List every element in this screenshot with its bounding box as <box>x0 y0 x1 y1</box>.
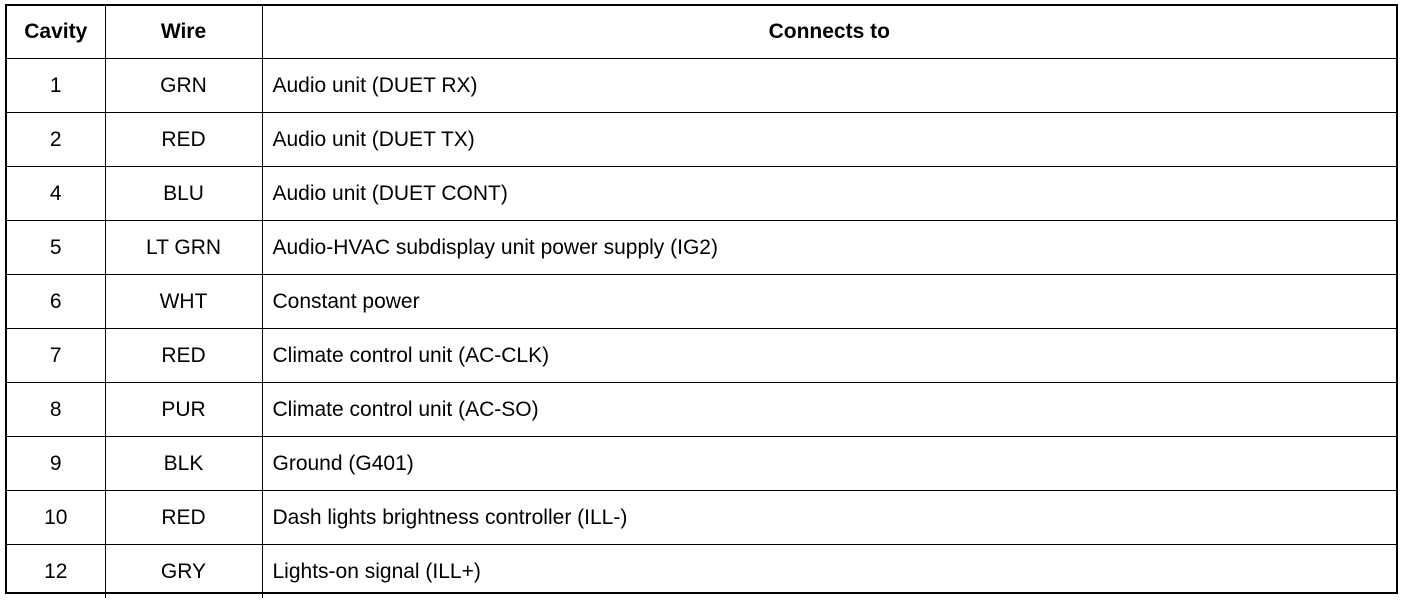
table-row: 1 GRN Audio unit (DUET RX) <box>7 58 1396 113</box>
cavity-cell: 2 <box>7 112 106 167</box>
wire-cell: BLU <box>104 166 263 221</box>
connects-to-cell: Audio unit (DUET CONT) <box>261 166 1396 221</box>
wire-cell: BLK <box>104 436 263 491</box>
wire-cell: PUR <box>104 382 263 437</box>
wire-cell: RED <box>104 328 263 383</box>
header-wire: Wire <box>104 6 263 59</box>
table-row: 4 BLU Audio unit (DUET CONT) <box>7 166 1396 221</box>
header-cavity: Cavity <box>7 6 106 59</box>
connects-to-cell: Ground (G401) <box>261 436 1396 491</box>
connects-to-cell: Constant power <box>261 274 1396 329</box>
cavity-cell: 4 <box>7 166 106 221</box>
wire-cell: GRN <box>104 58 263 113</box>
table-header: Cavity Wire Connects to <box>7 6 1396 59</box>
wire-cell: WHT <box>104 274 263 329</box>
connects-to-cell: Climate control unit (AC-CLK) <box>261 328 1396 383</box>
connects-to-cell: Audio unit (DUET RX) <box>261 58 1396 113</box>
connects-to-cell: Audio-HVAC subdisplay unit power supply … <box>261 220 1396 275</box>
cavity-cell: 1 <box>7 58 106 113</box>
connects-to-cell: Audio unit (DUET TX) <box>261 112 1396 167</box>
wire-cell: RED <box>104 490 263 545</box>
cavity-cell: 9 <box>7 436 106 491</box>
wire-cell: GRY <box>104 544 263 598</box>
connects-to-cell: Dash lights brightness controller (ILL-) <box>261 490 1396 545</box>
table-row: 10 RED Dash lights brightness controller… <box>7 490 1396 545</box>
table-row: 2 RED Audio unit (DUET TX) <box>7 112 1396 167</box>
wire-cell: RED <box>104 112 263 167</box>
cavity-cell: 10 <box>7 490 106 545</box>
cavity-cell: 6 <box>7 274 106 329</box>
cavity-cell: 7 <box>7 328 106 383</box>
connector-pinout-table: Cavity Wire Connects to 1 GRN Audio unit… <box>7 6 1396 598</box>
table-row: 9 BLK Ground (G401) <box>7 436 1396 491</box>
wire-cell: LT GRN <box>104 220 263 275</box>
connects-to-cell: Climate control unit (AC-SO) <box>261 382 1396 437</box>
table-row: 8 PUR Climate control unit (AC-SO) <box>7 382 1396 437</box>
table-row: 5 LT GRN Audio-HVAC subdisplay unit powe… <box>7 220 1396 275</box>
table-row: 6 WHT Constant power <box>7 274 1396 329</box>
header-connects-to: Connects to <box>261 6 1396 59</box>
connector-pinout-table-frame: Cavity Wire Connects to 1 GRN Audio unit… <box>5 4 1398 598</box>
table-row: 7 RED Climate control unit (AC-CLK) <box>7 328 1396 383</box>
table-body: 1 GRN Audio unit (DUET RX) 2 RED Audio u… <box>7 58 1396 598</box>
header-row: Cavity Wire Connects to <box>7 6 1396 59</box>
cavity-cell: 12 <box>7 544 106 598</box>
connects-to-cell: Lights-on signal (ILL+) <box>261 544 1396 598</box>
cavity-cell: 5 <box>7 220 106 275</box>
table-row: 12 GRY Lights-on signal (ILL+) <box>7 544 1396 598</box>
cavity-cell: 8 <box>7 382 106 437</box>
